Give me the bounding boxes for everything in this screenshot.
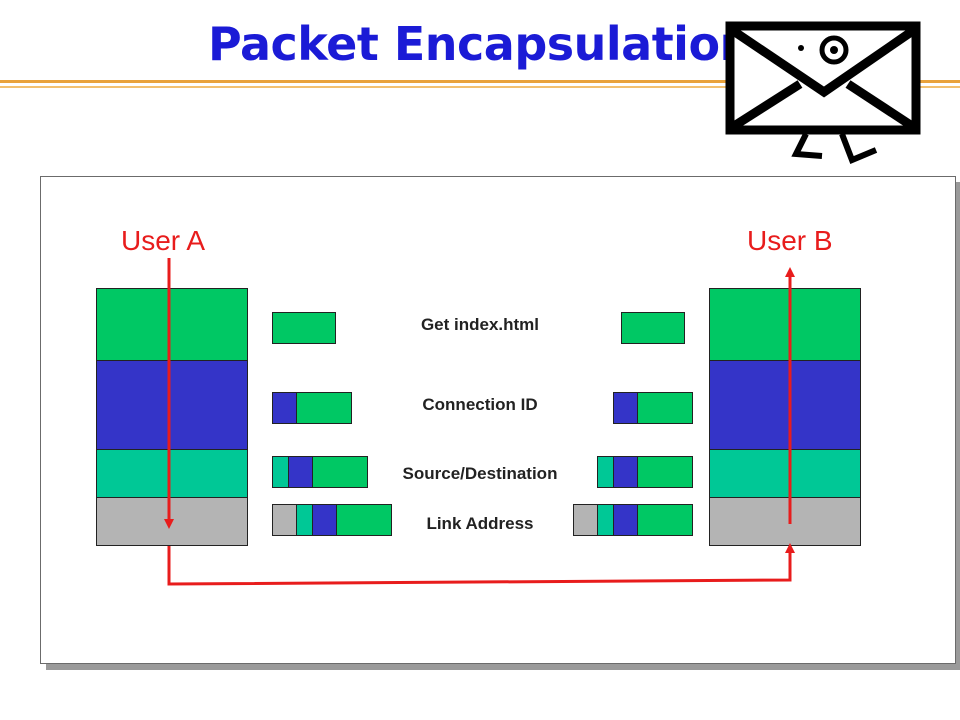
title-rule-secondary [0, 86, 960, 88]
packet-segment-data [637, 456, 693, 488]
stack-layer-transport [97, 361, 247, 450]
packet-segment-connection-header [613, 392, 638, 424]
packet-segment-data [312, 456, 368, 488]
packet-segment-data [637, 392, 693, 424]
packet-segment-data [621, 312, 685, 344]
user-a-stack [96, 288, 248, 546]
packet-segment-data [637, 504, 693, 536]
layer-label-application: Get index.html [420, 315, 540, 334]
packet-segment-link-header [573, 504, 598, 536]
slide-title: Packet Encapsulation [208, 17, 752, 71]
user-b-label: User B [747, 225, 833, 256]
wire-arrow [167, 543, 795, 586]
user-a-label: User A [121, 225, 206, 256]
layer-label-network: Source/Destination [402, 464, 558, 483]
stack-layer-application [97, 289, 247, 361]
stack-layer-transport [710, 361, 860, 450]
stack-layer-network [97, 450, 247, 498]
stack-layer-link [710, 498, 860, 545]
title-rule [0, 80, 960, 83]
packet-segment-data [336, 504, 392, 536]
packet-segment-link-header [272, 504, 297, 536]
stack-layer-application [710, 289, 860, 361]
packet-segment-connection-header [312, 504, 337, 536]
packet-segment-data [272, 312, 336, 344]
envelope-with-eye-icon [725, 21, 921, 164]
stack-layer-network [710, 450, 860, 498]
packet-segment-data [296, 392, 352, 424]
layer-label-link: Link Address [426, 514, 534, 533]
layer-label-transport: Connection ID [422, 395, 538, 414]
user-b-stack [709, 288, 861, 546]
